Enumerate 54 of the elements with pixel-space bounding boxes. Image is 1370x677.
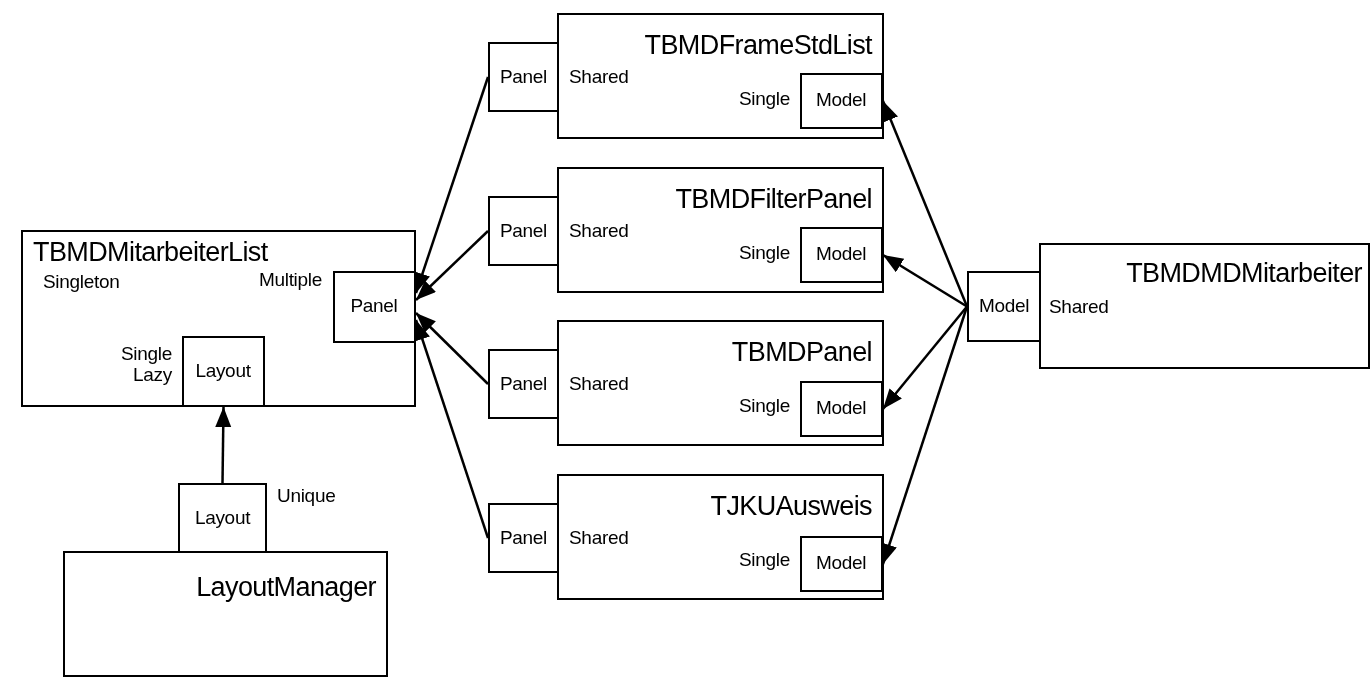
arrow [415, 230, 489, 301]
class-name: TBMDFrameStdList [644, 31, 872, 61]
port-label: Layout [194, 507, 251, 529]
multiplicity-label: Single [738, 550, 790, 571]
class-box [557, 474, 884, 600]
multiplicity-label: Single [738, 243, 790, 264]
multiplicity-label: Shared [569, 67, 629, 88]
class-box [557, 167, 884, 293]
class-box [557, 320, 884, 446]
port-box [488, 196, 559, 266]
multiplicity-label: Shared [569, 528, 629, 549]
port-box [488, 503, 559, 573]
port-label: Panel [499, 527, 548, 549]
port-label: Panel [350, 296, 398, 317]
multiplicity-label: Shared [1049, 297, 1109, 318]
port-label: Model [978, 296, 1030, 317]
class-box [21, 230, 416, 407]
class-name: TBMDMitarbeiterList [33, 238, 268, 268]
class-name: TBMDPanel [731, 338, 872, 368]
multiplicity-label: Singleton [43, 272, 120, 293]
class-name: LayoutManager [196, 573, 376, 603]
port-box [181, 335, 265, 407]
port-label: Model [815, 90, 867, 111]
port-box [332, 270, 416, 343]
port-label: Panel [499, 373, 548, 395]
port-box [967, 271, 1041, 342]
multiplicity-label: Multiple [258, 270, 322, 291]
multiplicity-label: Unique [277, 486, 336, 507]
port-box [488, 42, 559, 112]
class-box [63, 551, 388, 677]
port-label: Model [815, 553, 867, 574]
port-label: Panel [499, 220, 548, 242]
port-box [799, 226, 883, 283]
class-name: TBMDFilterPanel [675, 185, 872, 215]
port-box [178, 483, 267, 553]
multiplicity-label: Single [738, 89, 790, 110]
arrow [415, 312, 489, 385]
port-box [799, 380, 883, 437]
port-box [799, 535, 883, 592]
port-label: Layout [195, 360, 251, 382]
multiplicity-label: Shared [569, 374, 629, 395]
multiplicity-label: Shared [569, 221, 629, 242]
port-box [799, 72, 883, 129]
class-name: TJKUAusweis [710, 492, 872, 522]
class-box [1039, 243, 1370, 369]
port-label: Panel [499, 66, 548, 88]
port-label: Model [815, 244, 867, 265]
port-label: Model [815, 398, 867, 419]
class-box [557, 13, 884, 139]
class-name: TBMDMDMitarbeiter [1126, 259, 1362, 289]
port-box [488, 349, 559, 419]
multiplicity-label: Single [738, 396, 790, 417]
arrow [215, 407, 232, 483]
multiplicity-label: Single Lazy [119, 344, 172, 386]
